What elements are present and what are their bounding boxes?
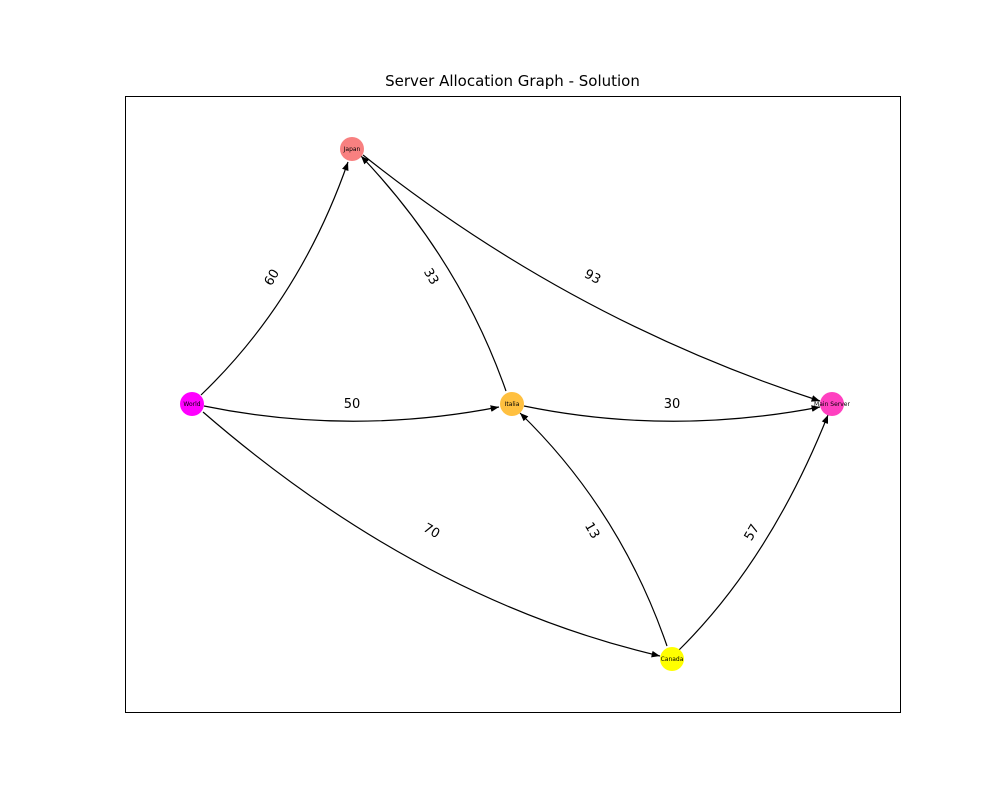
edge-label-japan-main: 93 <box>581 267 603 288</box>
edge-world-italia <box>203 405 500 422</box>
edge-canada-italia <box>519 412 668 647</box>
edge-italia-japan <box>360 155 507 392</box>
node-canada-circle <box>660 647 684 671</box>
graph-title: Server Allocation Graph - Solution <box>385 72 640 90</box>
node-japan-circle <box>340 137 364 161</box>
edge-label-world-japan: 60 <box>262 267 283 289</box>
edge-label-canada-main: 57 <box>742 522 763 544</box>
node-main-server-circle <box>820 392 844 416</box>
edge-label-world-italia: 50 <box>344 397 361 412</box>
edge-world-canada <box>202 411 661 658</box>
edge-label-italia-main: 30 <box>664 397 681 412</box>
node-canada[interactable]: Canada <box>660 647 684 671</box>
edge-canada-main <box>678 414 829 651</box>
node-canada-label: Canada <box>661 656 684 663</box>
node-world-label: World <box>183 401 200 408</box>
node-world-circle <box>180 392 204 416</box>
plot-frame <box>125 96 901 713</box>
node-italia-circle <box>500 392 524 416</box>
node-main-server-label: Main Server <box>814 401 850 408</box>
edge-world-japan <box>200 161 349 396</box>
node-japan-label: Japan <box>343 146 361 153</box>
edge-italia-main <box>523 405 821 422</box>
node-italia-label: Italia <box>505 401 520 408</box>
edge-label-world-canada: 70 <box>420 521 442 542</box>
node-italia[interactable]: Italia <box>500 392 524 416</box>
edge-label-canada-italia: 13 <box>581 520 602 542</box>
node-main-server[interactable]: Main Server <box>814 392 850 416</box>
edge-japan-main <box>362 154 821 402</box>
edge-label-italia-japan: 33 <box>420 266 441 288</box>
node-world[interactable]: World <box>180 392 204 416</box>
node-japan[interactable]: Japan <box>340 137 364 161</box>
